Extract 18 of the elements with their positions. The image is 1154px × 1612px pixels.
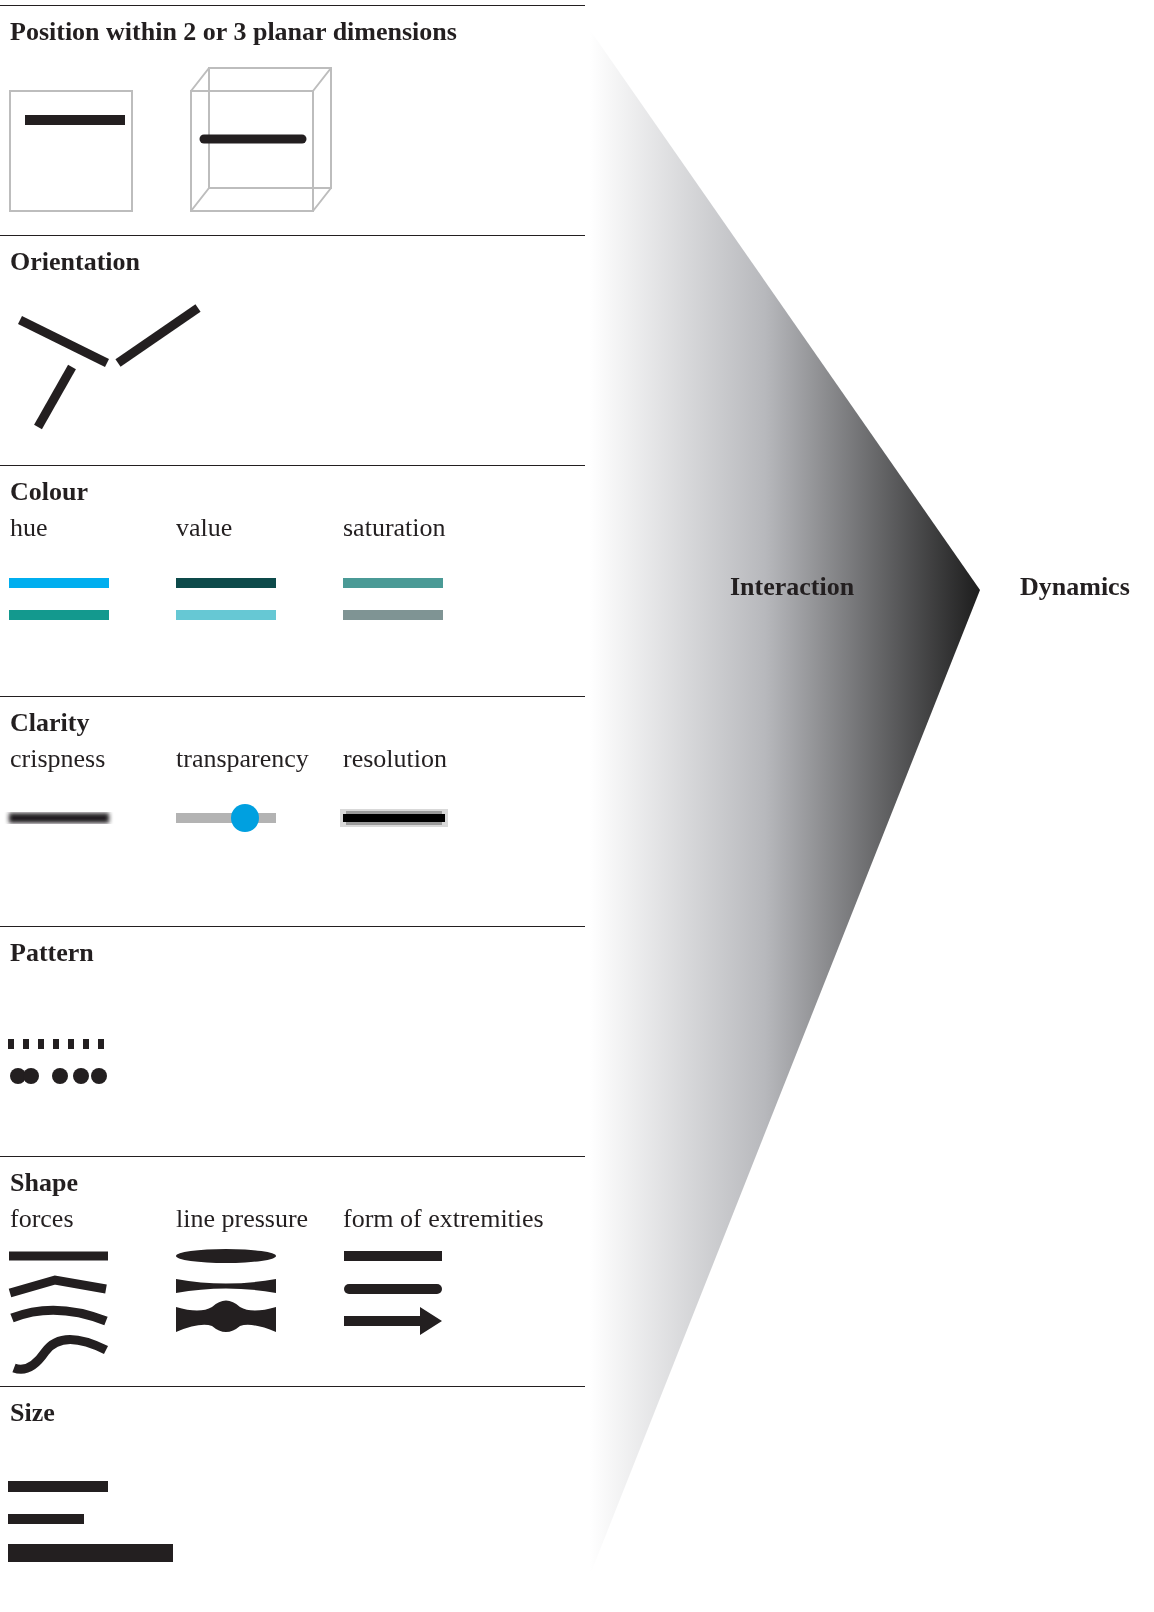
sub-label: form of extremities: [343, 1204, 544, 1234]
section-heading: Colour: [10, 477, 88, 507]
section-heading: Orientation: [10, 247, 140, 277]
sub-label: value: [176, 513, 233, 543]
sub-label: transparency: [176, 744, 309, 774]
sub-label: resolution: [343, 744, 447, 774]
side-label: Dynamics: [1020, 572, 1130, 602]
sub-label: saturation: [343, 513, 446, 543]
section-heading: Shape: [10, 1168, 78, 1198]
section-heading: Pattern: [10, 938, 94, 968]
section-heading: Position within 2 or 3 planar dimensions: [10, 17, 457, 47]
wedge-label: Interaction: [730, 572, 855, 602]
section-heading: Size: [10, 1398, 55, 1428]
sub-label: crispness: [10, 744, 106, 774]
sub-label: forces: [10, 1204, 74, 1234]
section-heading: Clarity: [10, 708, 90, 738]
sub-label: line pressure: [176, 1204, 309, 1234]
sub-label: hue: [10, 513, 48, 543]
